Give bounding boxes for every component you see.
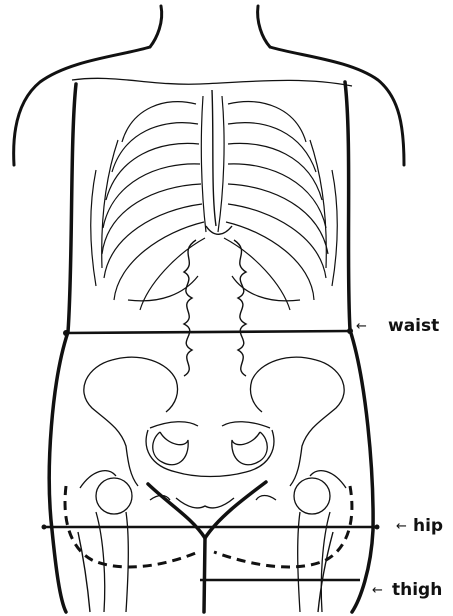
waist-measure-line — [63, 328, 353, 336]
pelvis — [84, 357, 344, 508]
ribs-right — [224, 102, 337, 310]
hip-label: hip — [413, 518, 443, 535]
collarbone-line — [72, 78, 352, 86]
thigh-arrow-icon: ← — [372, 584, 383, 597]
hip-joints — [80, 471, 346, 612]
waist-arrow-icon: ← — [356, 320, 367, 333]
ribs-left — [91, 102, 205, 310]
neck-outline — [150, 6, 270, 47]
body-outline — [49, 82, 373, 612]
thigh-label: thigh — [392, 582, 442, 599]
waist-label: waist — [388, 318, 439, 335]
hip-arrow-icon: ← — [396, 520, 407, 533]
crotch-line — [148, 482, 266, 612]
